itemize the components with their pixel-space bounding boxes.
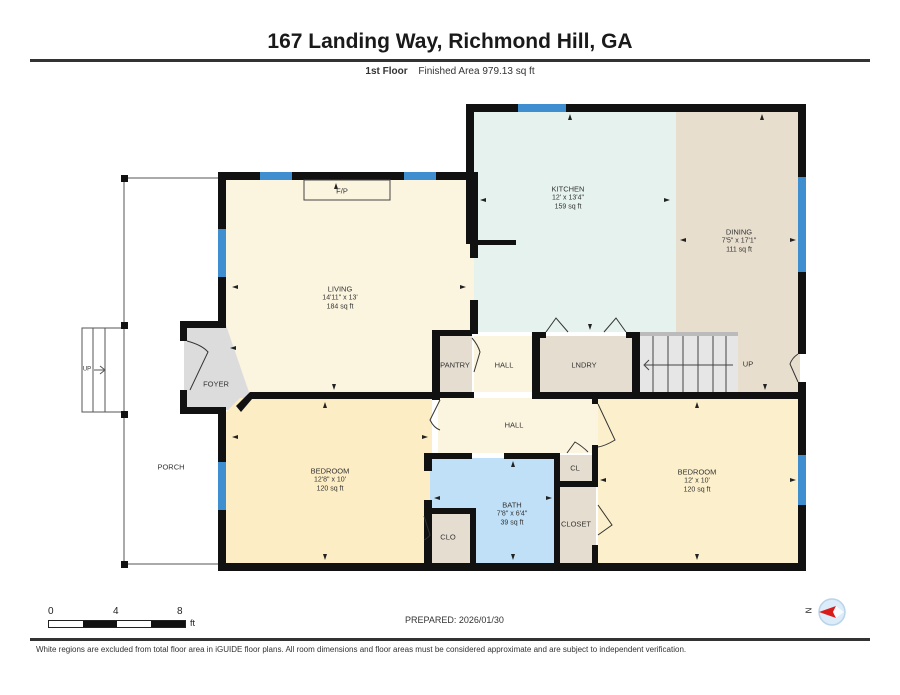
room-name: HALL (504, 420, 524, 430)
room-name: BATH (502, 500, 522, 510)
scale-ticks: 0 4 8 (48, 606, 218, 618)
door-swings (186, 317, 799, 541)
room-bedroom-right (598, 398, 800, 565)
stair-treads (638, 332, 738, 392)
room-name: BEDROOM (310, 466, 350, 476)
room-label-hall-lower: HALL (505, 421, 524, 430)
property-address-title: 167 Landing Way, Richmond Hill, GA (267, 30, 633, 53)
room-dimensions: 14'11" x 13' (322, 294, 358, 302)
room-closet (560, 487, 596, 565)
room-name: HALL (494, 360, 514, 370)
room-label-living: LIVING 14'11" x 13' 184 sq ft (322, 285, 357, 312)
room-cl (560, 455, 596, 483)
room-hall-lower (438, 398, 598, 453)
room-area: 159 sq ft (554, 203, 582, 211)
room-label-clo: CLO (440, 533, 455, 542)
room-area: 111 sq ft (726, 246, 752, 254)
room-name: F/P (336, 186, 348, 196)
room-clo (430, 512, 472, 565)
room-bedroom-left (226, 398, 432, 565)
room-stairs (638, 336, 738, 392)
steps-label: UP (82, 366, 92, 373)
porch-steps-up-label: UP (83, 366, 91, 375)
room-living (226, 176, 474, 395)
room-name: CL (570, 463, 580, 473)
stairs-label: UP (742, 359, 754, 369)
room-area: 120 sq ft (316, 485, 344, 493)
room-area: 39 sq ft (500, 519, 524, 527)
room-hall-upper (474, 336, 532, 392)
room-name: KITCHEN (551, 184, 585, 194)
room-name: DINING (725, 227, 753, 237)
room-stair-landing (738, 333, 800, 392)
room-dimensions: 12' x 13'4" (551, 194, 585, 202)
room-label-laundry: LNDRY (571, 361, 596, 370)
floor-label: 1st Floor (365, 66, 408, 77)
scale-tick: 0 (48, 606, 54, 617)
floor-info: 1st Floor Finished Area 979.13 sq ft (0, 66, 900, 77)
room-pantry (438, 336, 472, 392)
room-area: 120 sq ft (683, 486, 711, 494)
room-name: BEDROOM (677, 467, 717, 477)
porch-posts (121, 175, 128, 568)
scale-unit: ft (190, 618, 196, 628)
title-divider (30, 59, 870, 62)
fireplace (303, 179, 391, 201)
scale-bar: 0 4 8 ft (48, 606, 218, 628)
scale-segments (48, 620, 186, 628)
measurement-markers (230, 114, 796, 560)
room-name: CLO (440, 532, 456, 542)
footer-divider (30, 638, 870, 641)
room-label-porch: PORCH (157, 463, 184, 472)
room-name: LIVING (327, 284, 353, 294)
room-label-kitchen: KITCHEN 12' x 13'4" 159 sq ft (552, 185, 585, 212)
room-label-cl: CL (570, 464, 580, 473)
room-dimensions: 7'8" x 6'4" (496, 510, 528, 518)
room-label-bedroom-left: BEDROOM 12'8" x 10' 120 sq ft (311, 467, 350, 494)
room-label-bath: BATH 7'8" x 6'4" 39 sq ft (497, 501, 528, 528)
stairs-up-label: UP (743, 360, 753, 369)
room-dimensions: 12'8" x 10' (313, 476, 347, 484)
room-label-hall-upper: HALL (495, 361, 514, 370)
compass-north-label: N (804, 607, 814, 614)
room-name: PORCH (157, 462, 185, 472)
finished-area: Finished Area 979.13 sq ft (418, 66, 535, 77)
room-label-dining: DINING 7'5" x 17'1" 111 sq ft (722, 228, 757, 255)
room-kitchen (474, 108, 676, 332)
room-name: FOYER (203, 379, 229, 389)
room-name: LNDRY (571, 360, 597, 370)
room-dimensions: 7'5" x 17'1" (721, 237, 757, 245)
scale-tick: 4 (113, 606, 119, 617)
room-name: CLOSET (560, 519, 592, 529)
prepared-date: PREPARED: 2026/01/30 (405, 615, 504, 625)
disclaimer: White regions are excluded from total fl… (36, 645, 687, 654)
room-area: 184 sq ft (326, 303, 354, 311)
room-label-closet: CLOSET (561, 520, 591, 529)
room-label-fireplace: F/P (336, 187, 348, 196)
room-laundry (538, 336, 632, 392)
room-name: PANTRY (440, 360, 470, 370)
room-label-pantry: PANTRY (440, 361, 470, 370)
room-dining (676, 108, 800, 333)
scale-tick: 8 (177, 606, 183, 617)
room-dimensions: 12' x 10' (684, 477, 710, 485)
compass-icon: N (804, 597, 850, 627)
windows (218, 104, 806, 510)
room-label-bedroom-right: BEDROOM 12' x 10' 120 sq ft (678, 468, 717, 495)
room-label-foyer: FOYER (203, 380, 229, 389)
